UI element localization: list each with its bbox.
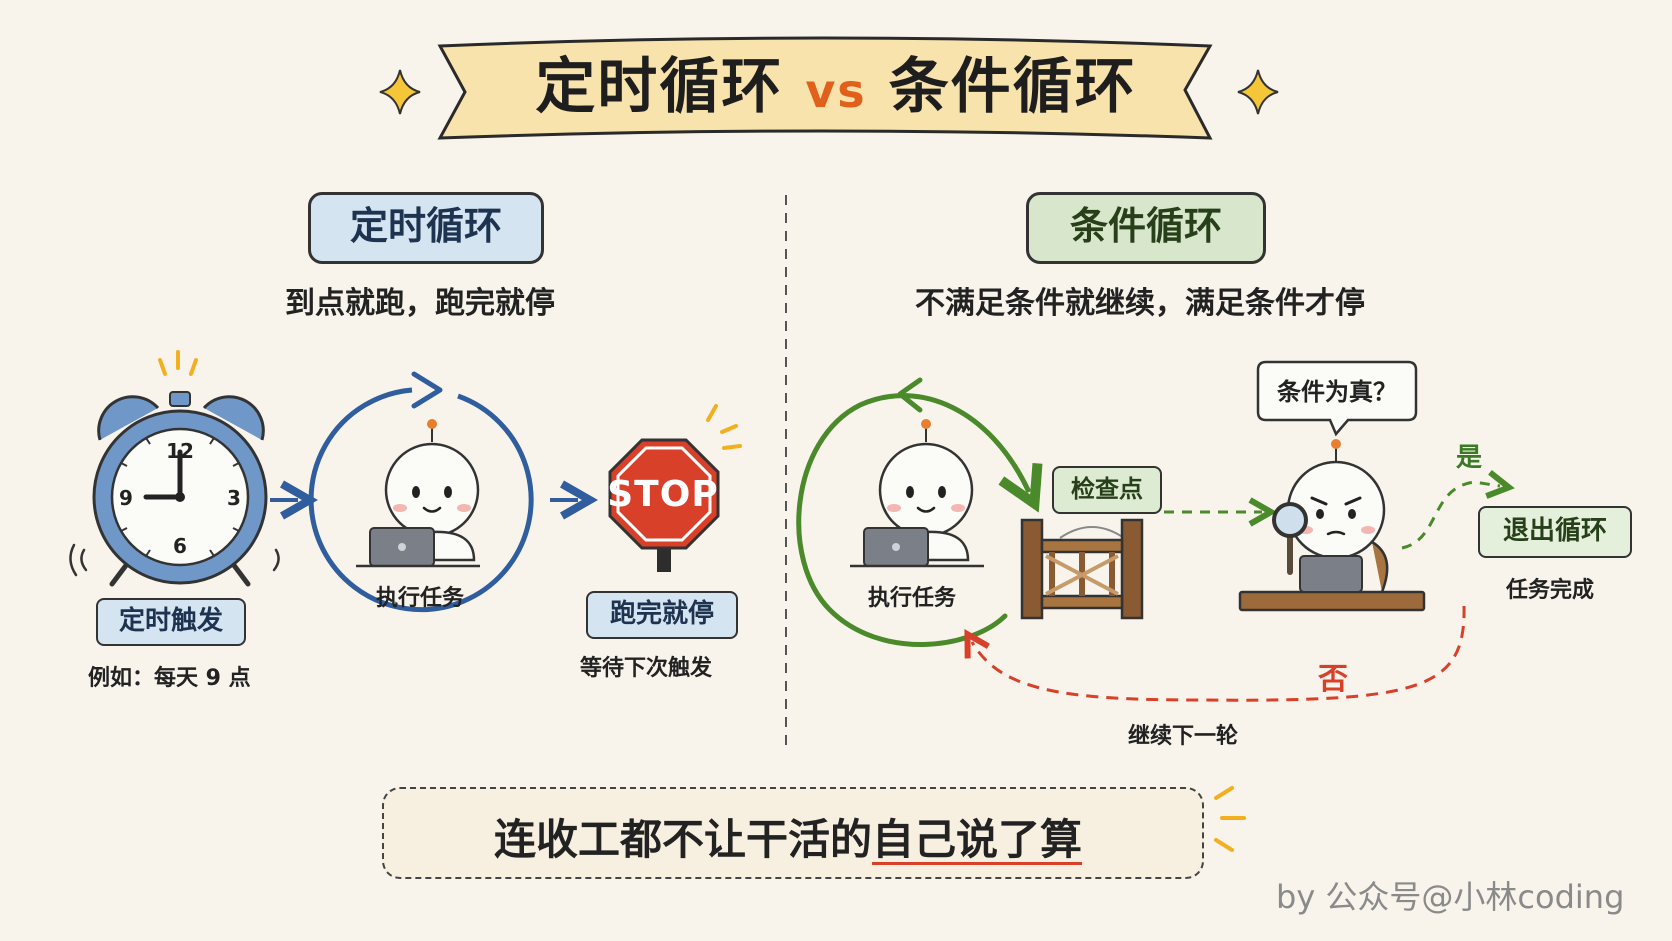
loop-circle <box>308 387 534 613</box>
sparkle-icon <box>379 69 421 115</box>
continue-caption: 继续下一轮 <box>1128 724 1239 749</box>
gate-icon <box>1020 518 1144 620</box>
title-banner <box>437 36 1213 140</box>
no-arrow <box>972 605 1466 702</box>
clock-number: 9 <box>119 486 133 510</box>
complete-caption: 任务完成 <box>1506 578 1595 603</box>
right-task-caption: 执行任务 <box>868 586 957 611</box>
bubble-text: 条件为真？ <box>1277 378 1397 406</box>
green-loop-arrowhead <box>897 377 923 413</box>
footer-box <box>382 787 1204 879</box>
loop-arrowhead <box>411 371 443 409</box>
clock-number: 6 <box>173 534 187 558</box>
page-title: 定时循环 vs 条件循环 <box>0 38 1672 125</box>
left-subtitle: 到点就跑，跑完就停 <box>285 286 555 321</box>
alarm-clock-icon <box>69 350 280 587</box>
stop-sign-text: STOP <box>607 474 719 515</box>
exit-label: 退出循环 <box>1478 506 1632 558</box>
right-heading: 条件循环 <box>1026 192 1266 264</box>
sparkle-icon <box>1237 69 1279 115</box>
title-right: 条件循环 <box>888 52 1137 122</box>
footer-prefix: 连收工都不让干活的 <box>494 815 873 864</box>
clock-number: 3 <box>227 486 241 510</box>
green-loop-arc <box>796 393 1028 647</box>
footer-emphasis: 自己说了算 <box>872 815 1083 864</box>
left-heading: 定时循环 <box>308 192 544 264</box>
title-left: 定时循环 <box>535 52 784 122</box>
trigger-label: 定时触发 <box>96 598 246 646</box>
speech-bubble <box>1256 360 1418 437</box>
sparkle-lines <box>1214 786 1246 852</box>
left-task-caption: 执行任务 <box>376 586 465 611</box>
footer-text: 连收工都不让干活的自己说了算 <box>494 806 1082 867</box>
credit: by 公众号@小林coding <box>1276 878 1625 916</box>
example-caption: 例如：每天 9 点 <box>88 666 251 691</box>
clock-number: 12 <box>166 439 194 463</box>
done-label: 跑完就停 <box>586 591 738 639</box>
stop-sign-icon <box>608 404 742 572</box>
yes-arrow <box>1401 482 1500 550</box>
no-label: 否 <box>1318 662 1348 697</box>
yes-label: 是 <box>1456 443 1483 473</box>
robot-icon <box>850 419 984 568</box>
wait-caption: 等待下次触发 <box>580 656 713 681</box>
right-subtitle: 不满足条件就继续，满足条件才停 <box>915 286 1365 321</box>
title-vs: vs <box>805 64 867 118</box>
inspector-robot-icon <box>1238 439 1426 612</box>
robot-icon <box>356 419 480 568</box>
checkpoint-label: 检查点 <box>1052 466 1162 514</box>
